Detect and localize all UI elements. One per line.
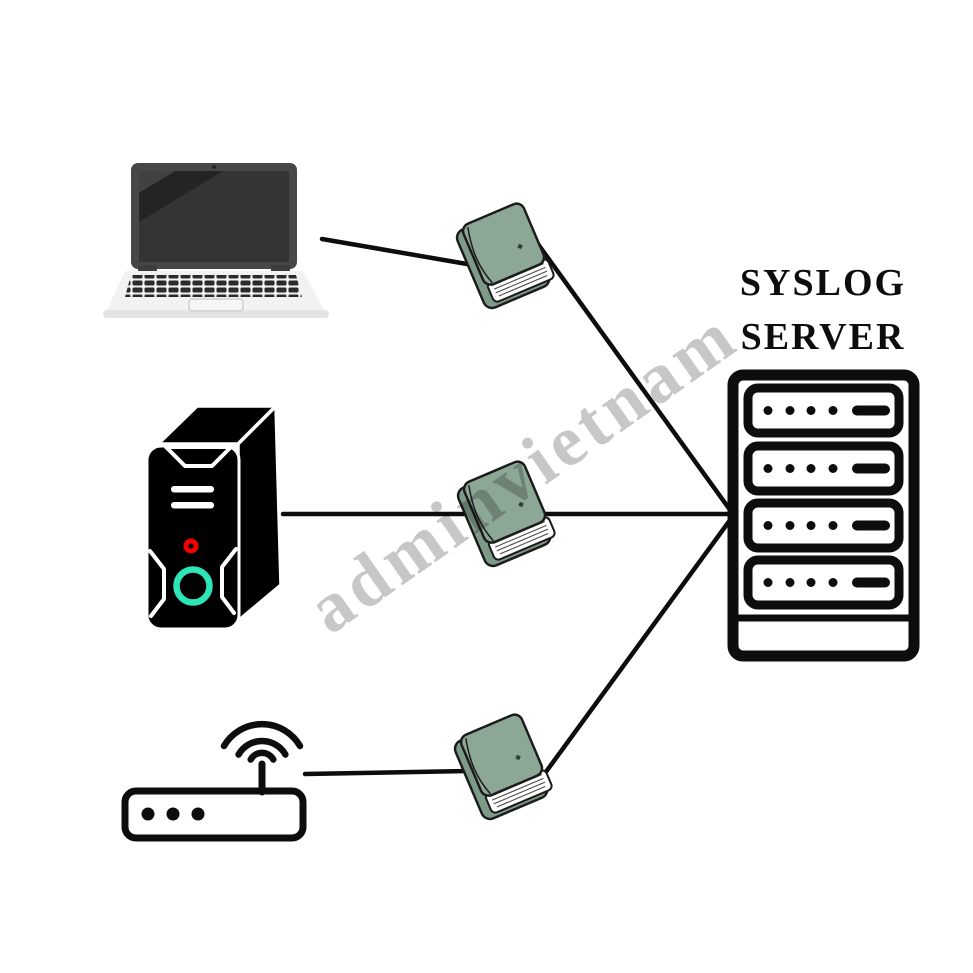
laptop-trackpad [188,298,244,312]
wifi-signal-icon [220,721,304,763]
rack-unit [743,498,904,553]
log-book-icon [451,199,558,312]
server-title-line1: SYSLOG [739,262,907,304]
edge-book-to-server-top [532,237,736,517]
wifi-router-icon [121,721,307,842]
edge-router-to-book [302,768,471,777]
rack-unit [743,555,904,610]
log-book-icon [449,710,556,823]
edge-laptop-to-book [319,236,470,267]
laptop-keyboard [125,275,302,297]
server-title: SYSLOG SERVER [716,256,930,364]
edge-book-to-server-bottom [537,513,736,783]
log-book-icon [452,457,559,570]
rack-unit [743,441,904,496]
webcam-dot [212,165,216,169]
power-ring [173,566,213,606]
laptop-icon [103,163,329,318]
server-rack-icon [727,369,920,662]
desktop-tower-icon [145,404,283,631]
server-title-line2: SERVER [740,316,906,358]
rack-unit [743,383,904,438]
